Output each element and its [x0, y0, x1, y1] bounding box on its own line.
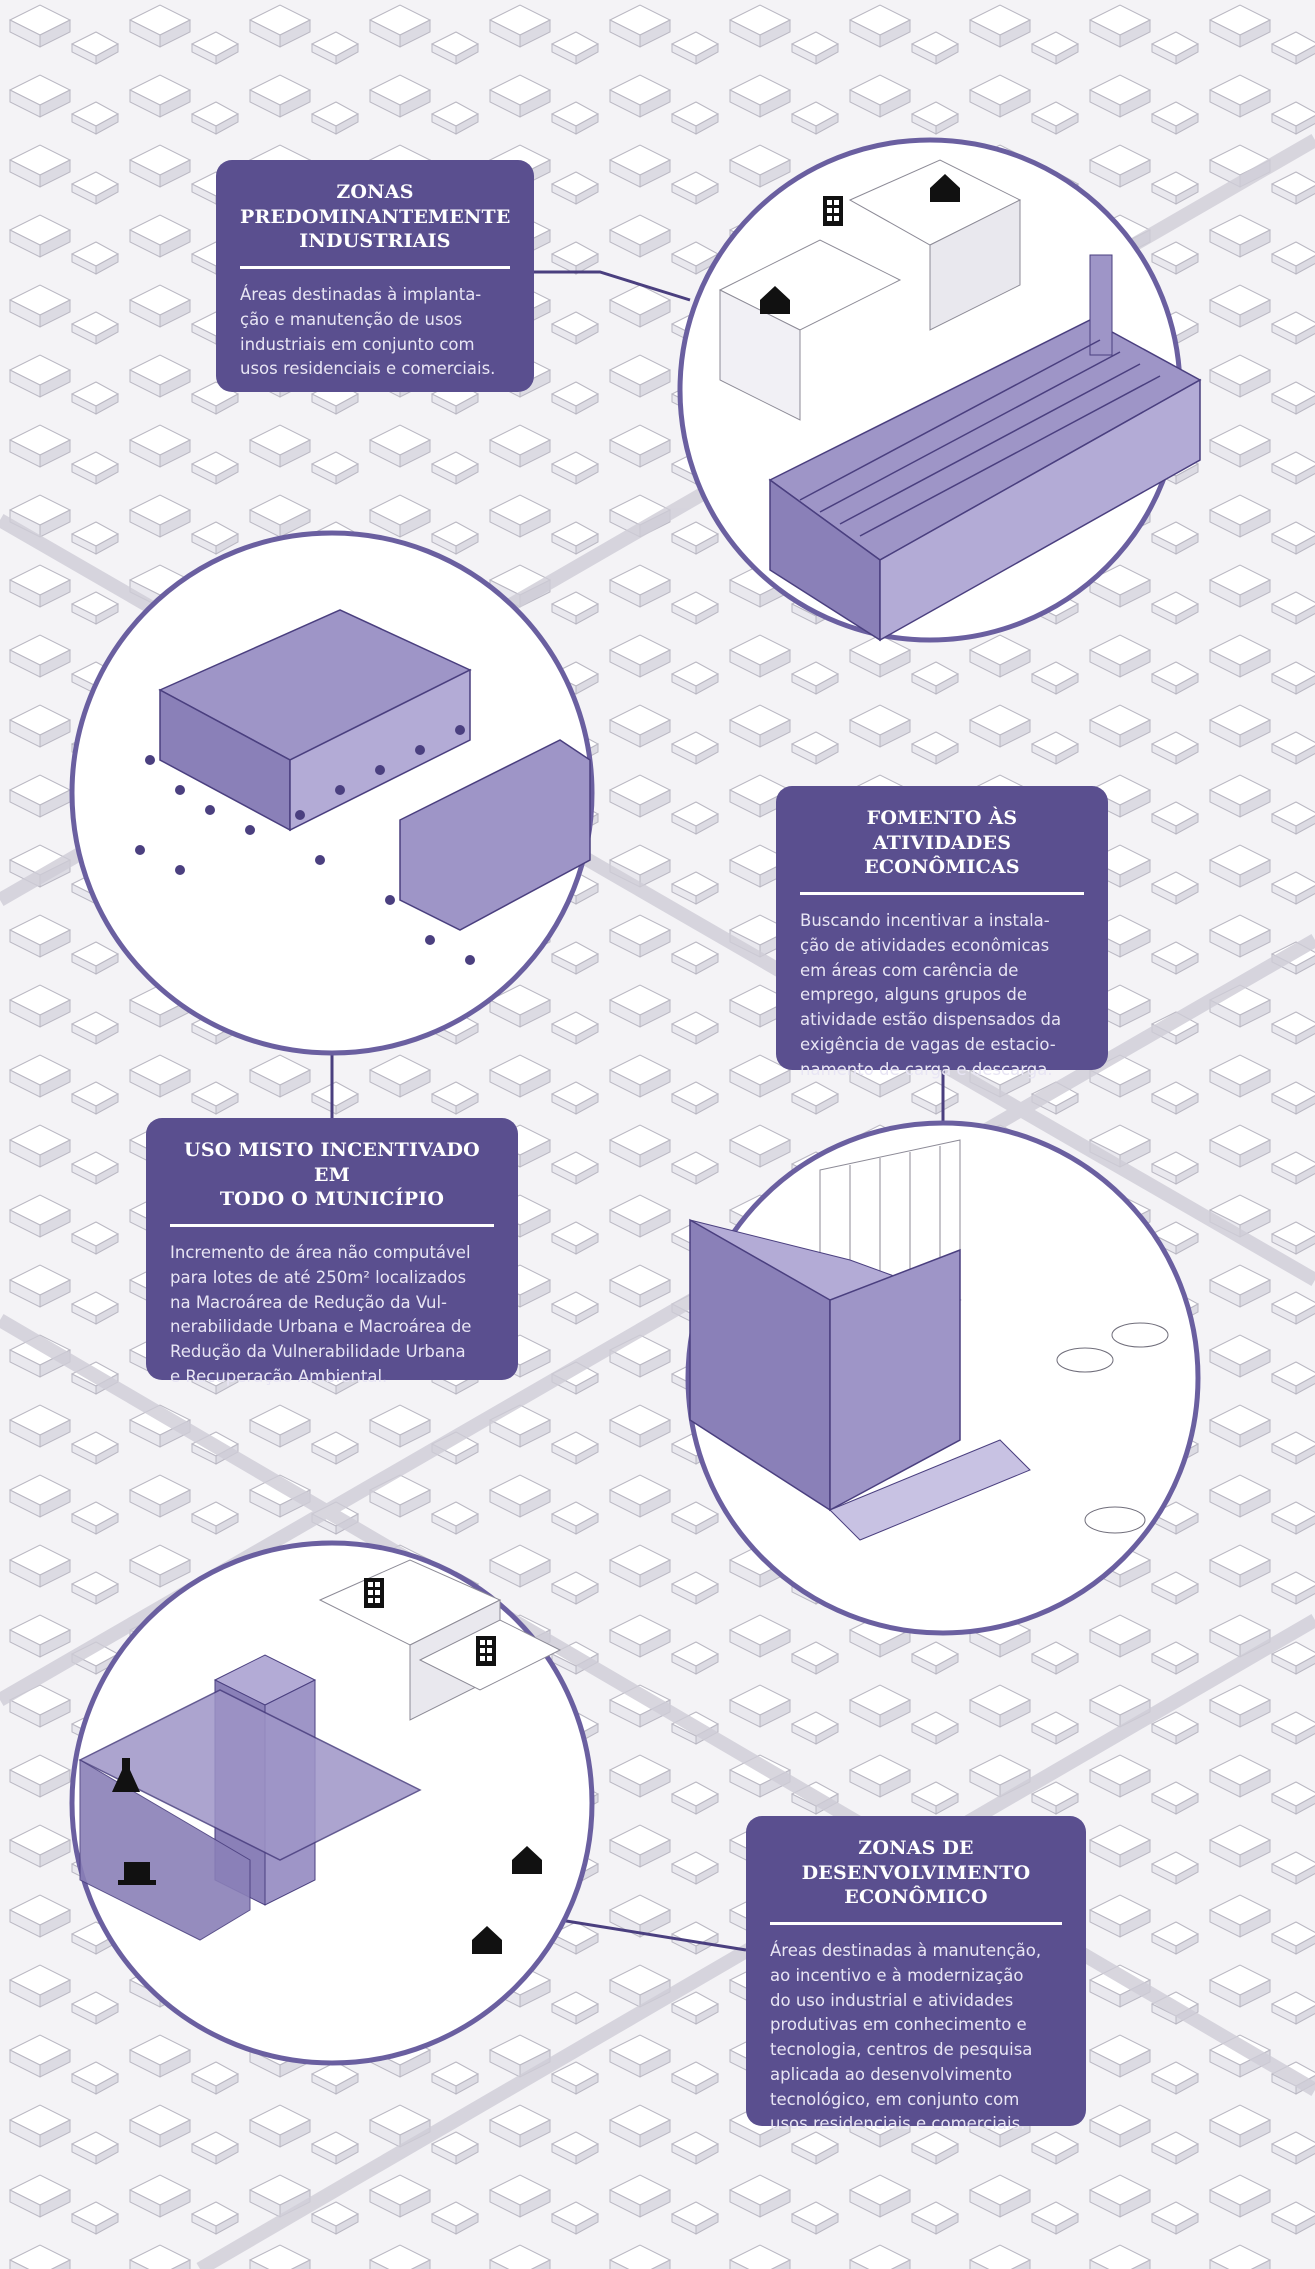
divider — [800, 892, 1084, 896]
divider — [170, 1224, 494, 1228]
divider — [240, 266, 510, 270]
circle-mixed-use — [69, 530, 595, 1056]
callout-title: USO MISTO INCENTIVADO EM TODO O MUNICÍPI… — [184, 1139, 480, 1211]
connector-lines — [330, 270, 945, 1952]
apartment-building-icon — [364, 1578, 496, 1666]
house-icon — [472, 1846, 542, 1954]
callout-uso-misto: USO MISTO INCENTIVADO EM TODO O MUNICÍPI… — [146, 1118, 518, 1386]
circle-economic-activities — [685, 1120, 1201, 1636]
lab-flask-icon — [112, 1758, 140, 1792]
callout-title: ZONAS PREDOMINANTEMENTE INDUSTRIAIS — [240, 181, 511, 253]
callout-body: Buscando incentivar a instala- ção de at… — [800, 911, 1062, 1079]
callout-zonas-desenvolvimento: ZONAS DE DESENVOLVIMENTO ECONÔMICO Áreas… — [746, 1816, 1086, 2133]
callout-title: ZONAS DE DESENVOLVIMENTO ECONÔMICO — [801, 1837, 1031, 1909]
callout-title: FOMENTO ÀS ATIVIDADES ECONÔMICAS — [864, 807, 1020, 879]
callout-zonas-industriais: ZONAS PREDOMINANTEMENTE INDUSTRIAIS Área… — [216, 160, 534, 392]
house-icon — [760, 174, 960, 314]
circle-development-zones — [69, 1540, 595, 2066]
laptop-icon — [118, 1862, 156, 1885]
callout-body: Áreas destinadas à implanta- ção e manut… — [240, 285, 496, 379]
callout-body: Áreas destinadas à manutenção, ao incent… — [770, 1941, 1042, 2134]
divider — [770, 1922, 1062, 1926]
callout-fomento-atividades: FOMENTO ÀS ATIVIDADES ECONÔMICAS Buscand… — [776, 786, 1108, 1079]
callout-body: Incremento de área não computável para l… — [170, 1243, 472, 1386]
apartment-building-icon — [823, 196, 843, 226]
